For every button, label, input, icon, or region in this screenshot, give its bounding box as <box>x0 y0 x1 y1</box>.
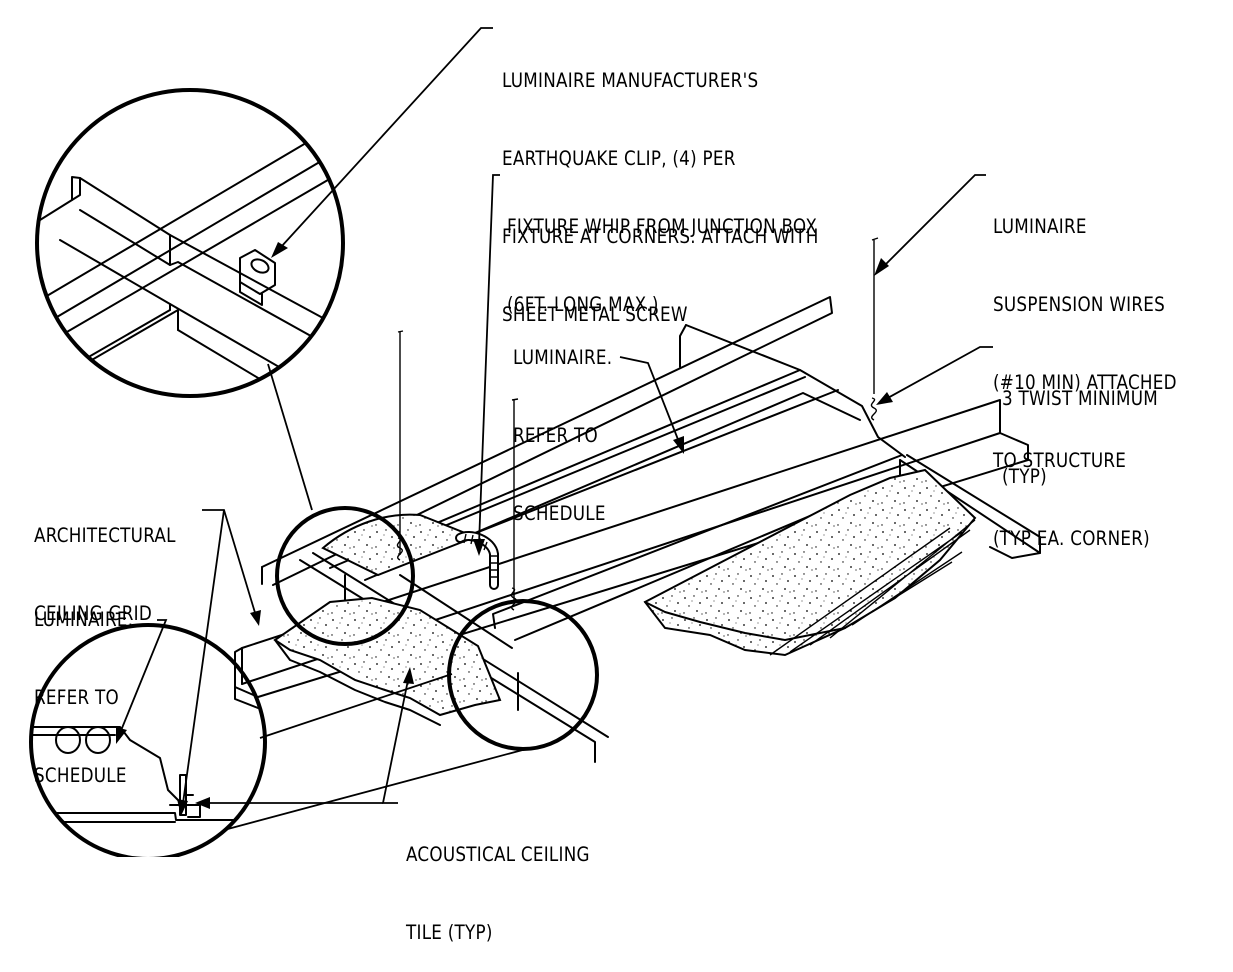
detail-circle-bottom <box>29 623 267 857</box>
label-luminaire-center: LUMINAIRE. REFER TO SCHEDULE <box>513 346 613 525</box>
label-twist-minimum: 3 TWIST MINIMUM (TYP) <box>1002 387 1158 488</box>
detail-circle-top <box>35 88 345 398</box>
ceiling-luminaire-detail-drawing <box>29 27 1041 857</box>
suspension-wires <box>396 237 879 611</box>
label-fixture-whip: FIXTURE WHIP FROM JUNCTION BOX (6FT. LON… <box>507 215 818 316</box>
earthquake-clip <box>239 249 276 306</box>
detail-circle-mid <box>275 506 415 646</box>
label-suspension-wires: LUMINAIRE SUSPENSION WIRES (#10 MIN) ATT… <box>993 215 1177 550</box>
label-acoustical-tile: ACOUSTICAL CEILING TILE (TYP) <box>406 843 590 944</box>
label-earthquake-clip: LUMINAIRE MANUFACTURER'S EARTHQUAKE CLIP… <box>502 69 819 326</box>
tile-edge-hatching <box>769 519 976 656</box>
detail-enlarged-top <box>35 88 345 398</box>
grid-tee-back <box>261 296 833 586</box>
label-luminaire-left: LUMINAIRE. REFER TO SCHEDULE <box>34 608 134 787</box>
label-ceiling-grid: ARCHITECTURAL CEILING GRID <box>34 524 176 625</box>
main-assembly <box>234 237 1041 763</box>
leader-lines <box>116 27 993 816</box>
detail-connectors <box>223 363 531 831</box>
